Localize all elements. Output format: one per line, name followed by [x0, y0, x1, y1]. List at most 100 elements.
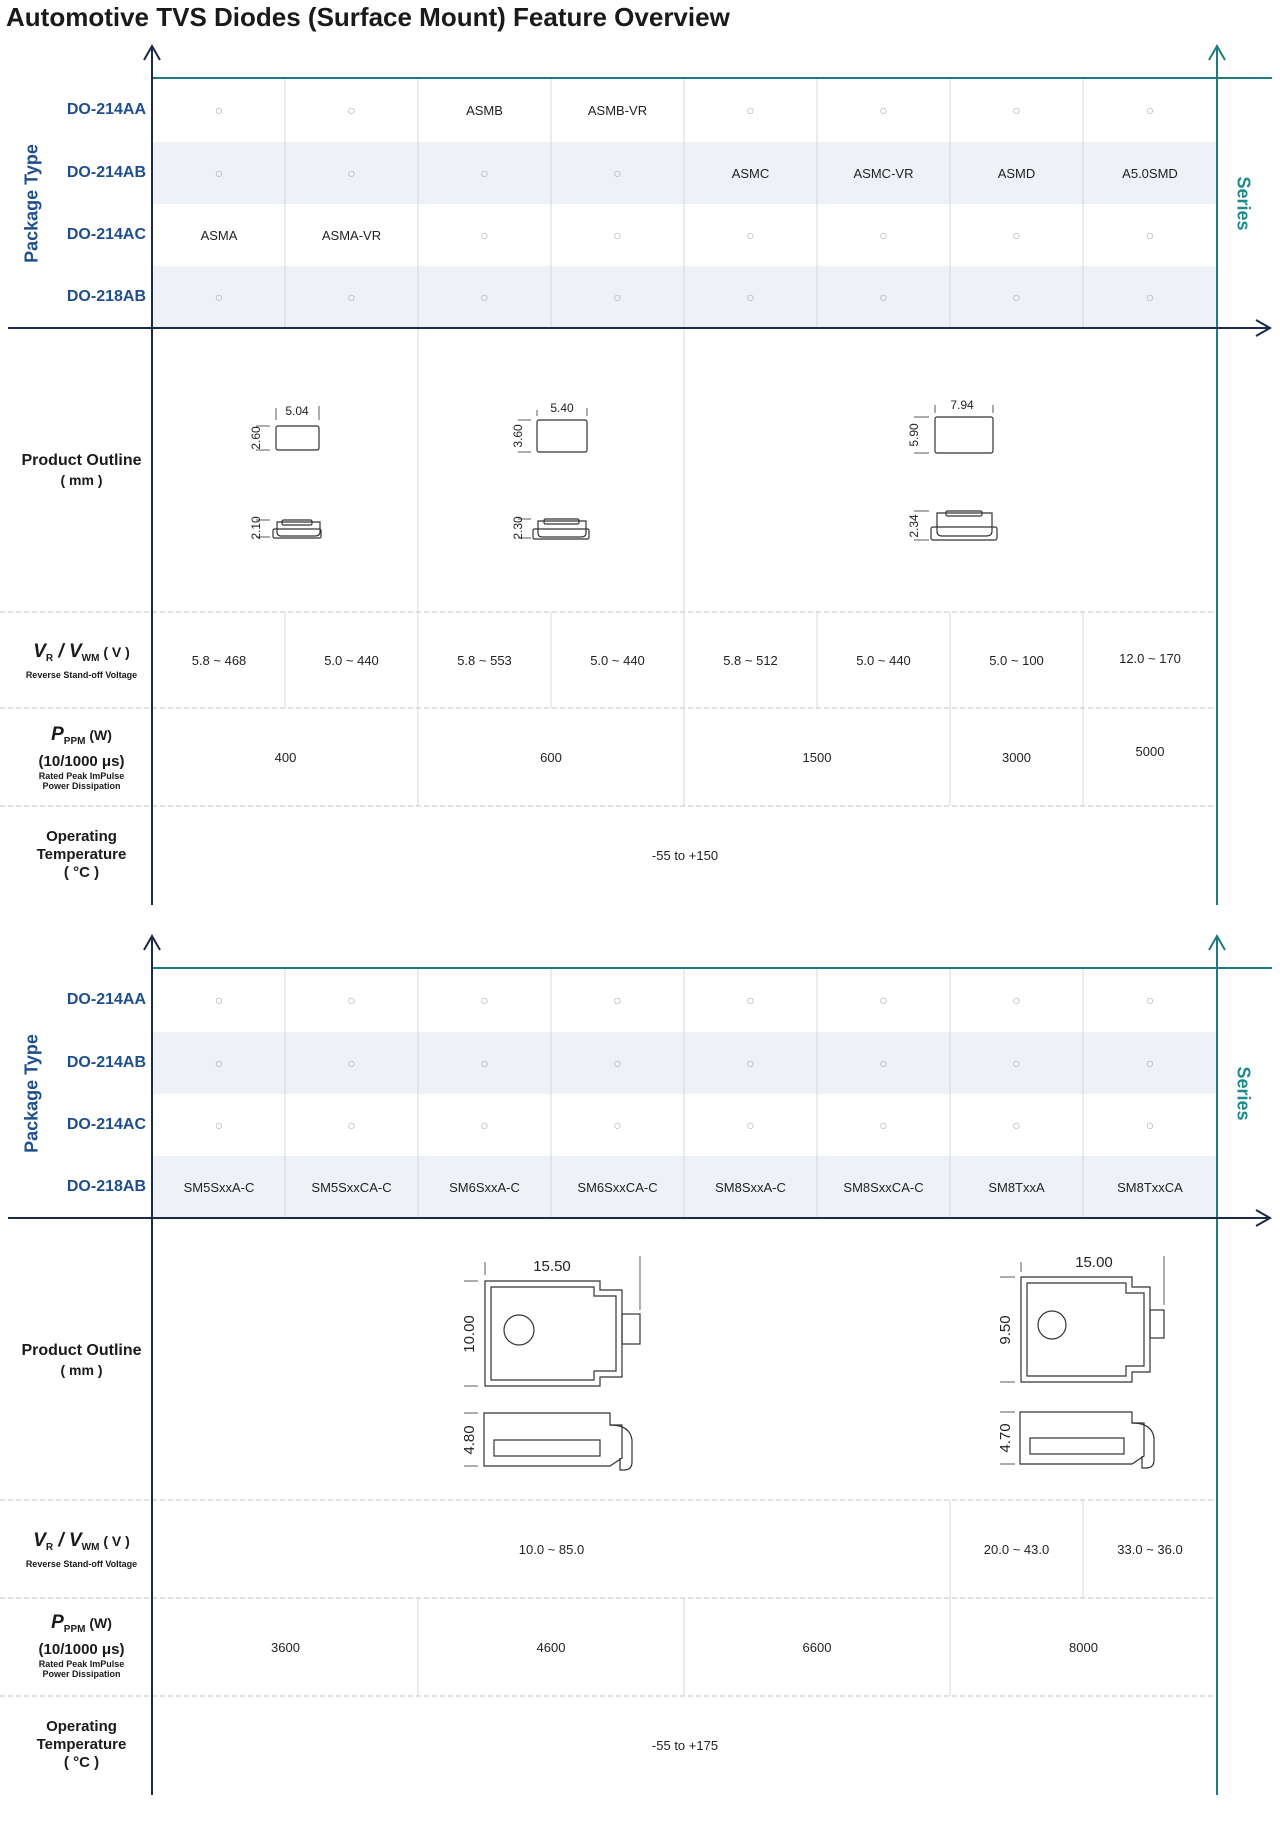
package-axis-arrow-icon: [143, 933, 161, 951]
series-name: SM8SxxCA-C: [843, 1179, 924, 1195]
package-label: DO-218AB: [66, 288, 146, 305]
vr-value: 5.0 ~ 440: [856, 652, 911, 668]
band-row-2: [153, 142, 1217, 204]
series-name: SM8TxxA: [988, 1179, 1045, 1195]
package-label: DO-214AA: [66, 101, 146, 118]
empty-circle-icon: ○: [1012, 289, 1021, 305]
outline-asmb: [518, 408, 590, 540]
empty-circle-icon: ○: [879, 102, 888, 118]
series-name: ASMB-VR: [587, 102, 648, 118]
empty-circle-icon: ○: [879, 227, 888, 243]
series-name: SM5SxxCA-C: [311, 1179, 392, 1195]
empty-circle-icon: ○: [1012, 102, 1021, 118]
empty-circle-icon: ○: [613, 165, 622, 181]
empty-circle-icon: ○: [480, 289, 489, 305]
row-separators: [0, 1499, 1217, 1697]
series-name: SM8TxxCA: [1117, 1179, 1183, 1195]
temp-value: -55 to +150: [651, 848, 719, 863]
empty-circle-icon: ○: [1145, 992, 1155, 1008]
ppm-value: 3000: [1002, 749, 1031, 765]
empty-circle-icon: ○: [879, 1055, 888, 1071]
package-label: DO-214AA: [66, 991, 146, 1008]
empty-circle-icon: ○: [746, 227, 755, 243]
empty-circle-icon: ○: [613, 992, 622, 1008]
ppm-label: PPPM (W) (10/1000 μs) Rated Peak ImPulse…: [38, 724, 125, 791]
ppm-value: 1500: [802, 749, 832, 765]
ppm-value: 600: [540, 749, 562, 765]
package-label: DO-214AC: [66, 1116, 146, 1133]
series-name: SM8SxxA-C: [715, 1179, 786, 1195]
empty-circle-icon: ○: [347, 1055, 356, 1071]
series-name: SM6SxxCA-C: [577, 1179, 658, 1195]
product-outline-label: Product Outline ( mm ): [21, 1342, 142, 1378]
series-name: ASMD: [997, 165, 1036, 181]
empty-circle-icon: ○: [1145, 289, 1155, 305]
empty-circle-icon: ○: [746, 289, 755, 305]
empty-circle-icon: ○: [347, 992, 356, 1008]
empty-circle-icon: ○: [746, 1055, 755, 1071]
empty-circle-icon: ○: [214, 289, 224, 305]
empty-circle-icon: ○: [613, 1117, 622, 1133]
series-name: SM6SxxA-C: [449, 1179, 520, 1195]
outline-asma: [256, 406, 322, 539]
empty-circle-icon: ○: [613, 227, 622, 243]
series-axis-arrow-icon: [1208, 43, 1226, 61]
empty-circle-icon: ○: [214, 102, 224, 118]
vr-value: 5.8 ~ 553: [457, 652, 512, 668]
ppm-value: 6600: [802, 1639, 832, 1655]
vr-value: 20.0 ~ 43.0: [983, 1541, 1050, 1557]
temp-label: Operating Temperature ( °C ): [36, 828, 127, 881]
outline-drawings: [256, 405, 998, 541]
ppm-label: PPPM (W) (10/1000 μs) Rated Peak ImPulse…: [38, 1612, 125, 1679]
empty-circle-icon: ○: [879, 289, 888, 305]
series-name: ASMB: [466, 102, 503, 118]
series-name: ASMC-VR: [853, 165, 914, 181]
empty-circle-icon: ○: [347, 102, 356, 118]
outline-do218ab-s: [464, 1256, 641, 1471]
series-axis-arrow-icon: [1208, 933, 1226, 951]
ppm-value: 4600: [536, 1639, 566, 1655]
empty-circle-icon: ○: [1012, 992, 1021, 1008]
vr-label: VR / VWM ( V ) Reverse Stand-off Voltage: [25, 1530, 138, 1569]
empty-circle-icon: ○: [480, 165, 489, 181]
package-label: DO-214AB: [66, 164, 146, 181]
series-name: ASMA: [200, 227, 238, 243]
empty-circle-icon: ○: [214, 992, 224, 1008]
vr-value: 5.0 ~ 440: [324, 652, 379, 668]
empty-circle-icon: ○: [480, 1055, 489, 1071]
package-label: DO-218AB: [66, 1178, 146, 1195]
ppm-value: 400: [274, 749, 297, 765]
empty-circle-icon: ○: [1012, 1117, 1021, 1133]
horizontal-axis-arrow-icon: [1255, 1209, 1273, 1227]
series-name: SM5SxxA-C: [183, 1179, 255, 1195]
empty-circle-icon: ○: [1012, 1055, 1021, 1071]
empty-circle-icon: ○: [214, 1117, 224, 1133]
vr-value: 5.8 ~ 512: [723, 652, 778, 668]
band-row-2: [153, 1032, 1217, 1094]
temp-value: -55 to +175: [651, 1738, 719, 1753]
band-row-4: [153, 1156, 1217, 1218]
vr-value: 33.0 ~ 36.0: [1117, 1541, 1183, 1557]
package-label: DO-214AC: [66, 226, 146, 243]
empty-circle-icon: ○: [613, 289, 622, 305]
row-separators: [0, 611, 1217, 807]
series-name: ASMA-VR: [321, 227, 382, 243]
vr-value: 5.8 ~ 468: [191, 652, 247, 668]
page-title: Automotive TVS Diodes (Surface Mount) Fe…: [6, 2, 730, 32]
empty-circle-icon: ○: [347, 165, 356, 181]
horizontal-axis-arrow-icon: [1255, 319, 1273, 337]
ppm-value: 5000: [1135, 743, 1165, 759]
outline-drawings: [464, 1256, 1165, 1471]
empty-circle-icon: ○: [1145, 227, 1155, 243]
series-axis-label: Series: [1233, 1066, 1254, 1121]
series-grid-lines: [284, 79, 1084, 806]
vr-value: 10.0 ~ 85.0: [518, 1541, 585, 1557]
ppm-value: 8000: [1069, 1639, 1098, 1655]
series-name: ASMC: [731, 165, 770, 181]
empty-circle-icon: ○: [746, 1117, 755, 1133]
vr-value: 5.0 ~ 100: [989, 652, 1044, 668]
empty-circle-icon: ○: [746, 102, 755, 118]
vr-value: 12.0 ~ 170: [1119, 650, 1181, 666]
empty-circle-icon: ○: [746, 992, 755, 1008]
